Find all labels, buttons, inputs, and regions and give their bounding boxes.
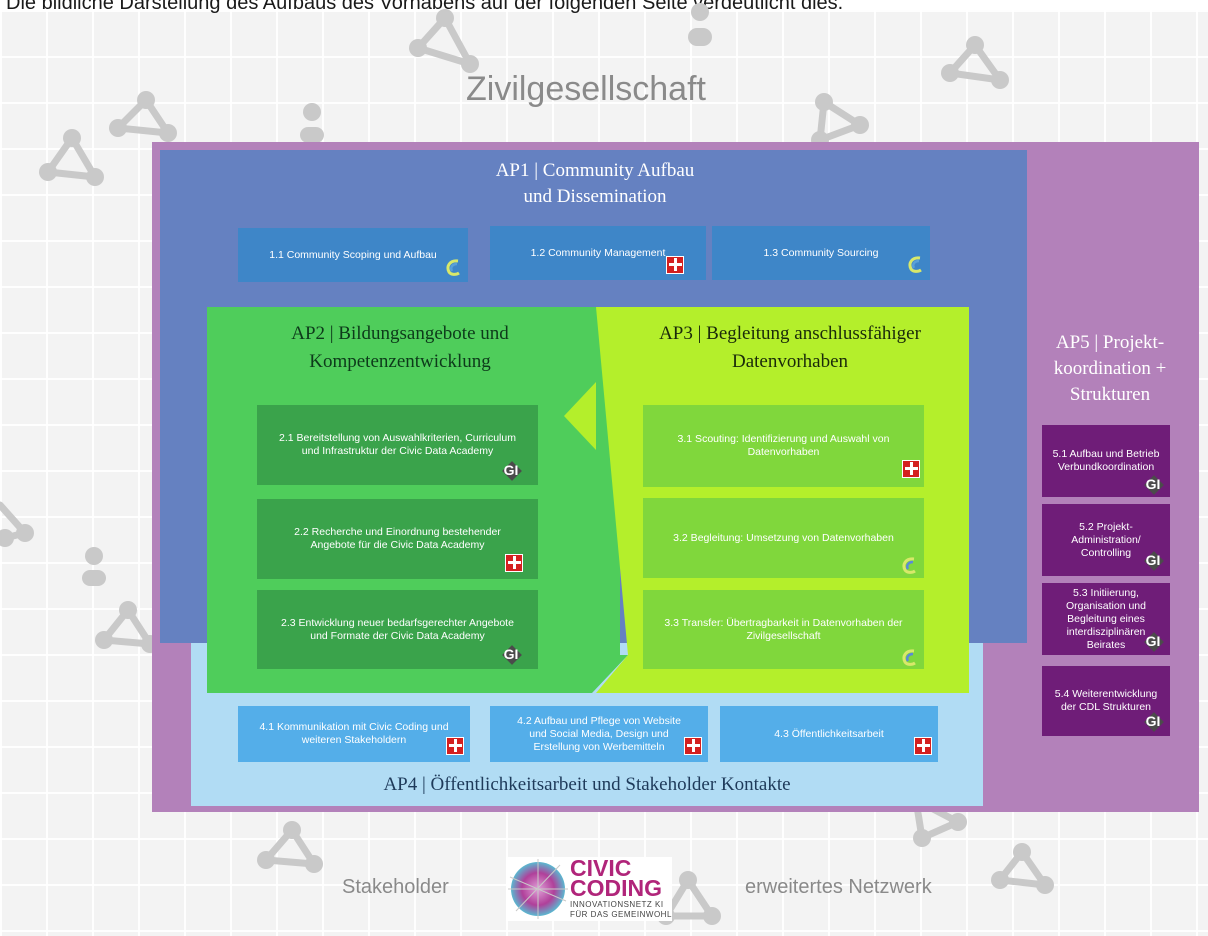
task-4-2[interactable]: 4.2 Aufbau und Pflege von Website und So…: [490, 706, 708, 762]
task-2-3-label: 2.3 Entwicklung neuer bedarfsgerechter A…: [281, 616, 514, 642]
task-2-1-label: 2.1 Bereitstellung von Auswahlkriterien,…: [279, 432, 516, 457]
gi-logo-icon: GI: [502, 645, 522, 665]
gi-logo-icon: GI: [1144, 712, 1164, 732]
task-3-1[interactable]: 3.1 Scouting: Identifizierung und Auswah…: [643, 405, 924, 487]
task-2-2-label: 2.2 Recherche und Einordnung bestehender…: [294, 526, 501, 551]
task-1-3-label: 1.3 Community Sourcing: [763, 246, 879, 259]
task-1-2-label: 1.2 Community Management: [530, 246, 666, 259]
task-5-1-label: 5.1 Aufbau und Betrieb Verbundkoordinati…: [1052, 448, 1160, 473]
ap2-title-line1: AP2 | Bildungsangebote und: [291, 323, 509, 344]
label-zivilgesellschaft: Zivilgesellschaft: [466, 70, 706, 108]
task-2-3[interactable]: 2.3 Entwicklung neuer bedarfsgerechter A…: [257, 590, 538, 669]
civic-coding-globe-icon: [508, 859, 568, 919]
label-erweitertes-netzwerk: erweitertes Netzwerk: [745, 876, 932, 898]
task-2-1[interactable]: 2.1 Bereitstellung von Auswahlkriterien,…: [257, 405, 538, 485]
task-4-3-label: 4.3 Öffentlichkeitsarbeit: [774, 727, 884, 740]
ap5-title-line1: AP5 | Projekt-: [1055, 332, 1165, 353]
caritas-logo-icon: [666, 256, 684, 274]
logo-subline2: FÜR DAS GEMEINWOHL: [570, 910, 672, 919]
swirl-logo-icon: [902, 649, 916, 666]
logo-coding: CODING: [570, 875, 662, 901]
swirl-logo-icon: [902, 557, 916, 574]
ap5-title-line2: koordination +: [1053, 358, 1167, 379]
task-5-4-label: 5.4 Weiterentwicklung der CDL Strukturen: [1054, 688, 1158, 713]
task-2-2[interactable]: 2.2 Recherche und Einordnung bestehender…: [257, 499, 538, 579]
swirl-logo-icon: [446, 259, 460, 276]
ap1-title-line1: AP1 | Community Aufbau: [495, 160, 695, 181]
ap4-title: AP4 | Öffentlichkeitsarbeit und Stakehol…: [383, 774, 791, 795]
swirl-logo-icon: [908, 256, 922, 273]
ap2-title-line2: Kompetenzentwicklung: [309, 351, 491, 372]
task-3-3-label: 3.3 Transfer: Übertragbarkeit in Datenvo…: [664, 616, 903, 642]
task-1-3[interactable]: 1.3 Community Sourcing: [712, 226, 930, 280]
task-5-3-label: 5.3 Initiierung, Organisation und Beglei…: [1066, 586, 1146, 651]
ap2-title: AP2 | Bildungsangebote und Kompetenzentw…: [215, 320, 585, 376]
caption-text: Die bildliche Darstellung des Aufbaus de…: [6, 0, 844, 14]
task-4-1-label: 4.1 Kommunikation mit Civic Coding und w…: [259, 721, 449, 746]
ap1-title-line2: und Dissemination: [523, 186, 667, 207]
ap3-title: AP3 | Begleitung anschlussfähiger Datenv…: [605, 320, 975, 376]
gi-logo-icon: GI: [1144, 475, 1164, 495]
task-4-1[interactable]: 4.1 Kommunikation mit Civic Coding und w…: [238, 706, 470, 762]
ap3-title-line2: Datenvorhaben: [731, 351, 849, 372]
logo-subline1: INNOVATIONSNETZ KI: [570, 900, 664, 909]
task-5-4[interactable]: 5.4 Weiterentwicklung der CDL Strukturen: [1042, 666, 1170, 736]
caritas-logo-icon: [914, 737, 932, 755]
ap3-title-line1: AP3 | Begleitung anschlussfähiger: [659, 323, 921, 344]
task-1-1-label: 1.1 Community Scoping und Aufbau: [269, 248, 437, 261]
task-4-2-label: 4.2 Aufbau und Pflege von Website und So…: [517, 714, 681, 753]
gi-logo-icon: GI: [502, 461, 522, 481]
gi-logo-icon: GI: [1144, 551, 1164, 571]
civic-coding-logo: CIVIC CODING INNOVATIONSNETZ KI FÜR DAS …: [506, 857, 672, 921]
ap1-title: AP1 | Community Aufbau und Dissemination: [420, 158, 770, 210]
task-3-2-label: 3.2 Begleitung: Umsetzung von Datenvorha…: [673, 531, 894, 544]
label-stakeholder: Stakeholder: [342, 876, 449, 898]
ap5-title-line3: Strukturen: [1069, 384, 1151, 405]
task-1-1[interactable]: 1.1 Community Scoping und Aufbau: [238, 228, 468, 282]
logo-civic: CIVIC: [570, 855, 632, 881]
caritas-logo-icon: [684, 737, 702, 755]
task-3-1-label: 3.1 Scouting: Identifizierung und Auswah…: [677, 433, 890, 458]
caritas-logo-icon: [446, 737, 464, 755]
task-3-2[interactable]: 3.2 Begleitung: Umsetzung von Datenvorha…: [643, 498, 924, 578]
ap5-title: AP5 | Projekt- koordination + Strukturen: [1030, 330, 1190, 408]
caritas-logo-icon: [902, 460, 920, 478]
task-3-3[interactable]: 3.3 Transfer: Übertragbarkeit in Datenvo…: [643, 590, 924, 669]
caritas-logo-icon: [505, 554, 523, 572]
gi-logo-icon: GI: [1144, 632, 1164, 652]
task-5-2-label: 5.2 Projekt-Administration/ Controlling: [1071, 520, 1141, 559]
task-4-3[interactable]: 4.3 Öffentlichkeitsarbeit: [720, 706, 938, 762]
